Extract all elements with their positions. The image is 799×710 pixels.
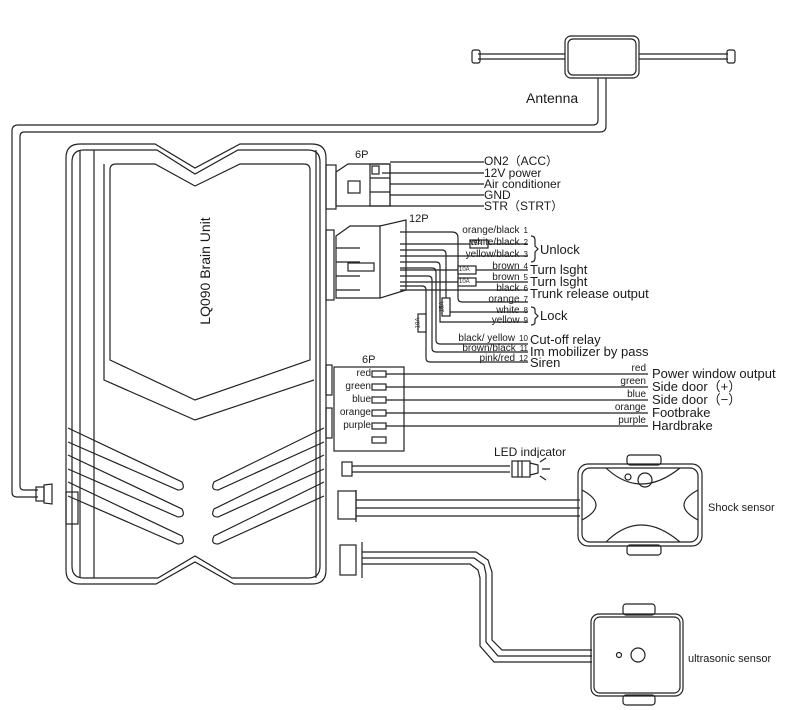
fuse-10a-turn-2: 10A: [459, 279, 470, 285]
fuse-10a-turn-1: 10A: [459, 267, 470, 273]
connector-6p-power: [335, 163, 391, 207]
io-wire-green: green: [620, 376, 646, 387]
ultrasonic-sensor: [590, 603, 684, 706]
function-on2-acc: ON2（ACC）: [484, 154, 559, 168]
function-hardbrake: Hardbrake: [652, 418, 713, 433]
antenna-module: [471, 35, 736, 79]
fuse-15a-lock: 15A: [439, 301, 446, 313]
function-side-door-plus: Side door（+）: [652, 379, 742, 394]
led-harness: [341, 454, 550, 481]
io-pin-red: red: [356, 368, 371, 379]
antenna-cable: [11, 78, 599, 498]
function-cut-off-relay: Cut-off relay: [530, 332, 601, 347]
led-indicator-label: LED indicator: [494, 445, 567, 459]
shock-sensor-label: Shock sensor: [708, 502, 775, 514]
function-power-window: Power window output: [652, 366, 776, 381]
wires-12p: [400, 231, 528, 363]
function-str: STR（STRT）: [484, 199, 564, 213]
function-side-door-minus: Side door（−）: [652, 392, 742, 407]
antenna-label: Antenna: [526, 90, 579, 106]
function-air-conditioner: Air conditioner: [484, 177, 561, 191]
brace-unlock: [530, 235, 539, 263]
brace-lock: [530, 306, 539, 326]
io-pin-blue: blue: [352, 394, 371, 405]
function-12v-power: 12V power: [484, 166, 542, 180]
io-wire-red: red: [631, 363, 646, 374]
function-turn-light-1: Turn lsght: [530, 262, 588, 277]
connector-6p-power-label: 6P: [355, 149, 369, 161]
function-trunk-release: Trunk release output: [530, 286, 649, 301]
function-lock: Lock: [540, 308, 568, 323]
ultrasonic-harness: [339, 542, 592, 663]
io-pin-green: green: [345, 381, 371, 392]
io-wire-blue: blue: [627, 389, 646, 400]
connector-12p: [335, 219, 407, 299]
function-siren: Siren: [530, 355, 561, 370]
shock-harness: [337, 490, 580, 522]
wires-6p-power: [382, 161, 484, 207]
function-turn-light-2: Turn lsght: [530, 274, 588, 289]
io-wire-purple: purple: [618, 415, 646, 426]
brain-unit-body: [65, 143, 327, 585]
function-immobilizer-bypass: Im mobilizer by pass: [530, 344, 649, 359]
antenna-plug: [35, 486, 45, 502]
io-wire-orange: orange: [614, 402, 646, 413]
function-unlock: Unlock: [540, 242, 580, 257]
fuse-15a-unlock: 15A: [471, 241, 482, 247]
brain-unit-label: LQ090 Brain Unit: [197, 217, 213, 325]
shock-sensor: [577, 454, 703, 556]
io-pin-orange: orange: [339, 407, 371, 418]
ultrasonic-sensor-label: ultrasonic sensor: [688, 653, 772, 665]
fuse-10a-siren: 10A: [415, 317, 422, 329]
function-gnd: GND: [484, 188, 511, 202]
io-pin-purple: purple: [343, 420, 371, 431]
connector-12p-label: 12P: [409, 213, 429, 225]
connector-6p-io: [333, 366, 648, 452]
connector-6p-io-label: 6P: [362, 354, 376, 366]
function-footbrake: Footbrake: [652, 405, 711, 420]
